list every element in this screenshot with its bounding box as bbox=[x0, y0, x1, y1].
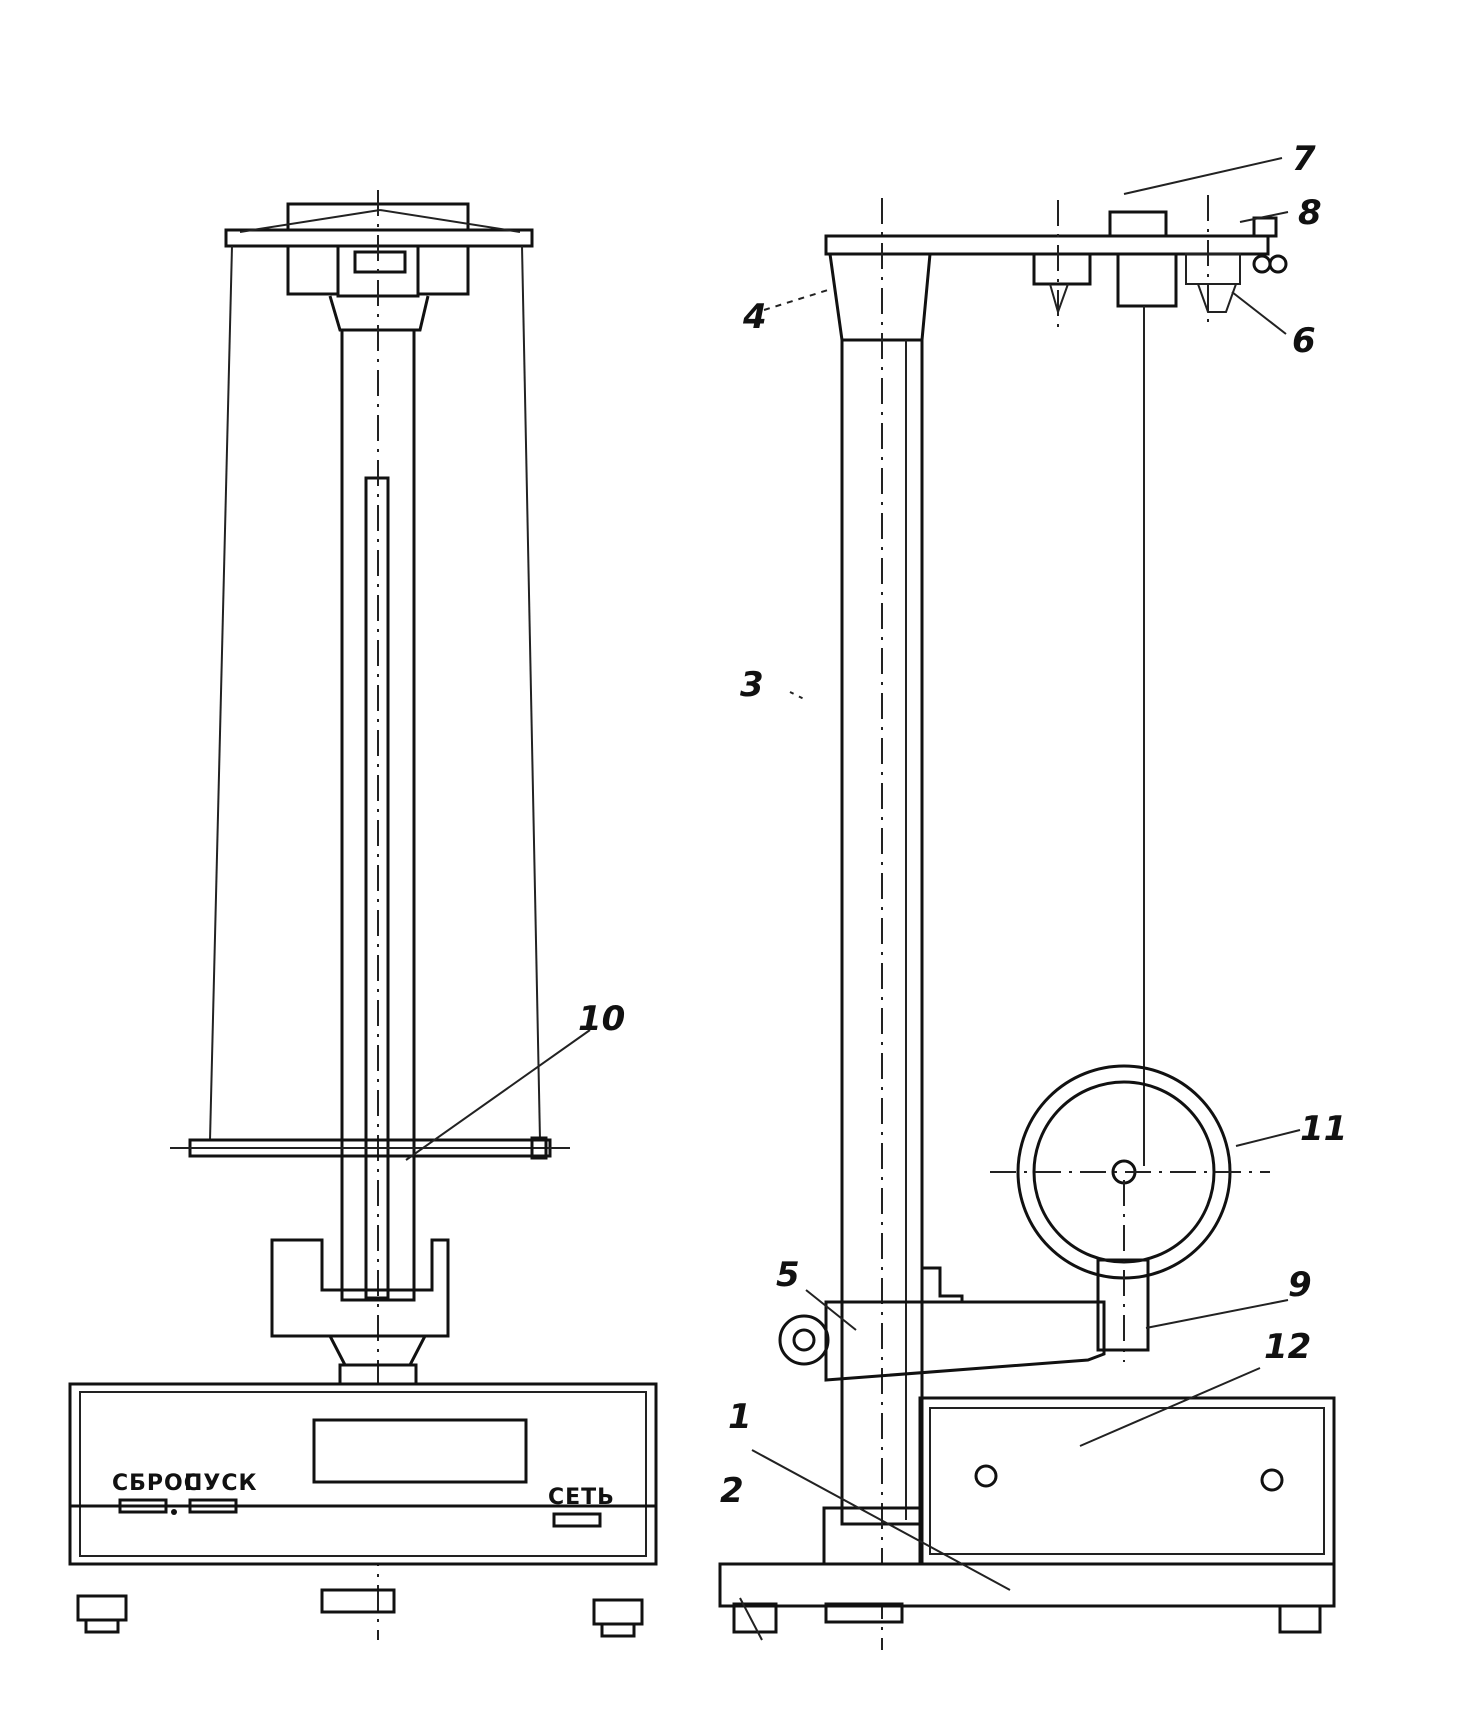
top-beam bbox=[824, 195, 1288, 342]
reset-button[interactable] bbox=[118, 1498, 168, 1514]
power-label: СЕТЬ bbox=[548, 1485, 615, 1510]
start-label: ПУСК bbox=[184, 1471, 258, 1496]
front-column bbox=[340, 190, 416, 1640]
callout-2: 2 bbox=[720, 1471, 744, 1511]
callout-5: 5 bbox=[776, 1255, 800, 1295]
power-button[interactable] bbox=[552, 1512, 602, 1528]
side-view: 4 3 5 7 8 6 11 9 12 1 2 bbox=[718, 139, 1347, 1650]
movable-bracket bbox=[778, 1258, 1150, 1382]
callout-4: 4 bbox=[742, 297, 767, 337]
front-feet bbox=[76, 1588, 644, 1638]
callout-7: 7 bbox=[1292, 139, 1316, 179]
side-column bbox=[840, 198, 924, 1650]
callout-leaders bbox=[739, 157, 1301, 1641]
top-crossbar bbox=[224, 202, 534, 332]
start-button[interactable] bbox=[188, 1498, 238, 1514]
reset-label: СБРОС bbox=[112, 1471, 201, 1496]
callout-8: 8 bbox=[1298, 193, 1322, 233]
callout-9: 9 bbox=[1288, 1265, 1312, 1305]
pendulum-rod bbox=[170, 1136, 570, 1160]
callout-12: 12 bbox=[1264, 1327, 1311, 1367]
lower-clamp bbox=[270, 1238, 450, 1389]
callout-10: 10 bbox=[578, 999, 625, 1039]
side-base bbox=[718, 1396, 1336, 1634]
callout-11: 11 bbox=[1300, 1109, 1347, 1149]
callout-1: 1 bbox=[728, 1397, 752, 1437]
front-view: СБРОС ПУСК СЕТЬ 10 bbox=[68, 190, 658, 1640]
callout-3: 3 bbox=[740, 665, 764, 705]
inertia-disk bbox=[990, 1064, 1270, 1362]
display-window bbox=[312, 1418, 528, 1484]
front-base: СБРОС ПУСК СЕТЬ bbox=[68, 1382, 658, 1566]
callout-6: 6 bbox=[1292, 321, 1316, 361]
bifilar-threads bbox=[209, 245, 541, 1141]
